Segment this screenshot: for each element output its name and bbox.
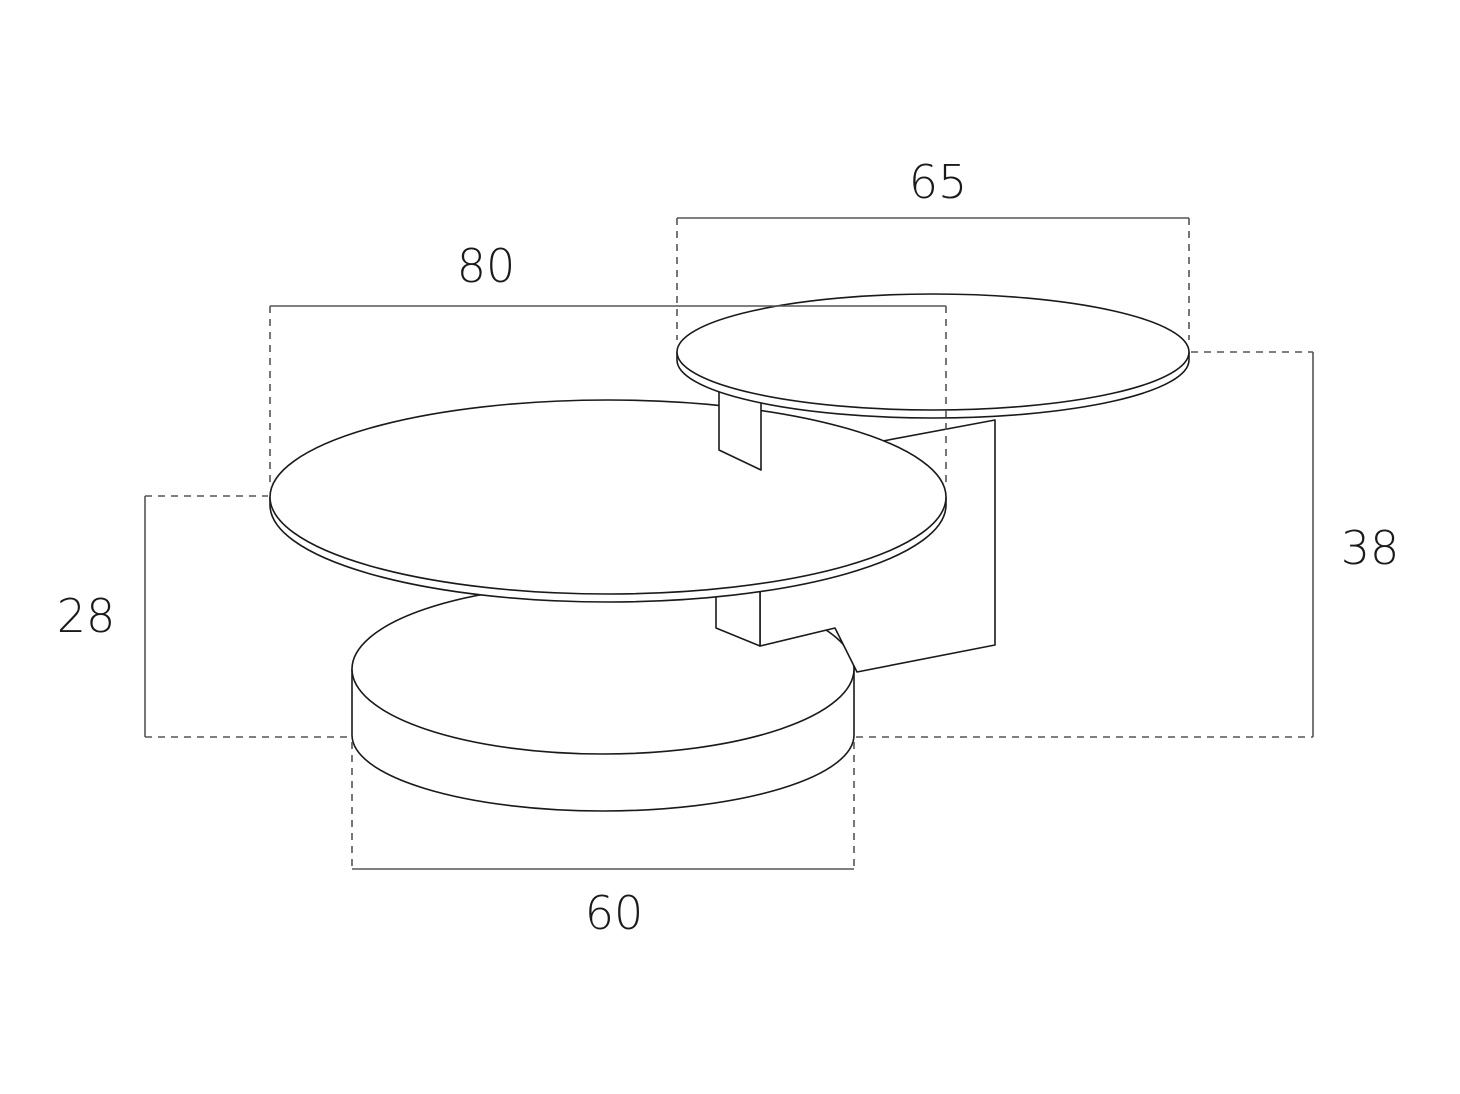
dimension-base: 60 <box>351 742 855 940</box>
dimension-top-tray: 65 <box>676 155 1190 340</box>
middle-tray <box>269 399 947 603</box>
label-28: 28 <box>57 589 116 643</box>
middle-tray-top <box>269 399 947 595</box>
label-38: 38 <box>1341 521 1400 575</box>
label-65: 65 <box>909 155 968 209</box>
label-80: 80 <box>457 239 516 293</box>
dimension-middle-tray: 80 <box>269 239 947 488</box>
top-tray-top <box>676 293 1190 411</box>
top-tray <box>676 293 1190 419</box>
dimension-middle-height: 28 <box>57 495 350 738</box>
dimension-total-height: 38 <box>856 351 1400 738</box>
label-60: 60 <box>585 886 644 940</box>
